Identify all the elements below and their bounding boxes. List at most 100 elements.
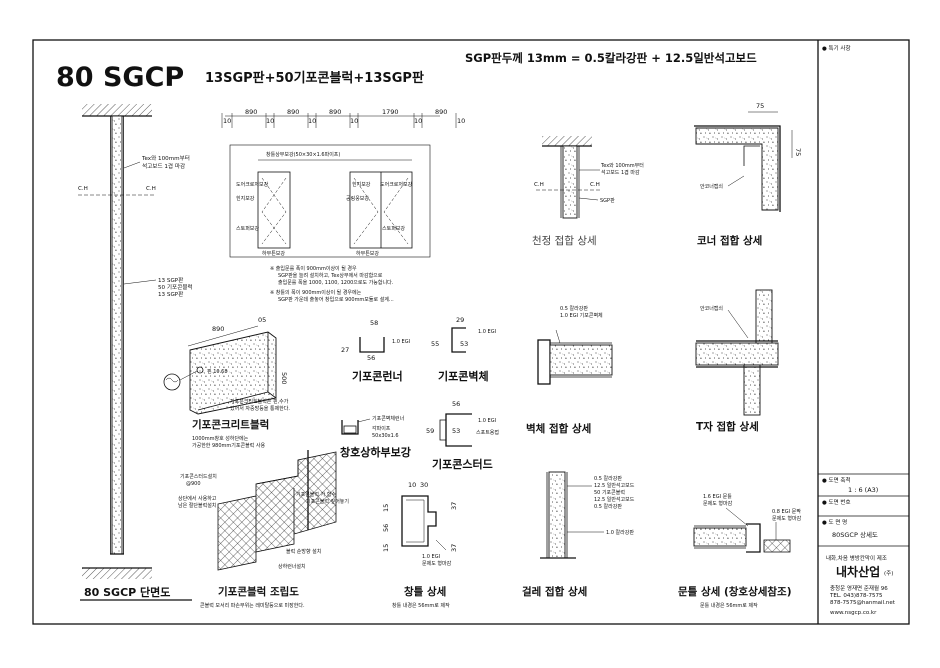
ceiling-hatch [82, 104, 152, 116]
window-caption-note: 창틀 내경은 56mm로 제작 [392, 602, 450, 609]
assembly-blocks [217, 451, 337, 571]
main-title: 80 SGCP [56, 62, 184, 93]
tb-name-label: ● 도 면 명 [822, 518, 847, 526]
corner-profile: 58 27 56 1.0 EGI 기포콘런너 [341, 319, 410, 383]
assembly-label-4: 남은 절단블럭설치 [178, 502, 216, 509]
tb-company-mark: (주) [884, 570, 893, 577]
corner-joint-caption: 코너 접합 상세 [697, 234, 762, 247]
door-label-bottom-left: 하부튼보강 [262, 250, 285, 257]
ceiling-label-2: 석고보드 1겹 마감 [601, 169, 640, 176]
wall-joint-caption: 벽체 접합 상세 [526, 422, 591, 435]
base-label-3: 50 기포콘블럭 [594, 489, 625, 496]
door-note-2: SGP판을 늘려 설치하고, Tex상부에서 마감함으로 [278, 272, 383, 279]
door-note-5: SGP판 가운데 출놓어 창입으로 900mm모듈로 설계... [278, 296, 394, 303]
layer-label-1: 13 SGP판 [158, 276, 183, 284]
block-dim-height: 500 [280, 372, 288, 384]
tb-web: www.nsgcp.co.kr [830, 610, 877, 616]
door-dim-2: 10 [266, 117, 274, 125]
ch-left-label: C.H [78, 186, 88, 192]
wall-profile: 29 55 53 1.0 EGI 기포콘벽체 [431, 316, 496, 383]
door-dim-6: 10 [350, 117, 358, 125]
door-label-stopper-right: 스토퍼보강 [382, 225, 405, 232]
block-note-1: 기포콘크리트블럭은 핀,수가 [230, 398, 289, 405]
corner-profile-thk: 1.0 EGI [392, 339, 410, 345]
tb-tel: TEL. 043)878-7575 [829, 593, 883, 599]
title-block: ● 특기 사항 ● 도면 축척 1 : 6 (A3) ● 도면 번호 ● 도 면… [818, 44, 909, 616]
section-note-2: 석고보드 1겹 마감 [142, 162, 185, 170]
window-dim-2: 15 [382, 504, 390, 512]
tb-scale-value: 1 : 6 (A3) [848, 486, 878, 494]
door-frame-label-2: 문제도 형마감 [703, 500, 733, 507]
floor-hatch [82, 568, 152, 579]
door-frame-label-3: 0.8 EGI 문짝 [772, 508, 801, 515]
door-left [257, 171, 291, 249]
block-assembly: 기포콘스터드설치 @900 상단에서 사용하고 남은 절단블럭설치 기포콘블럭 … [178, 450, 349, 609]
ceiling-ch-left: C.H [534, 182, 544, 188]
door-frame-label-4: 문제도 형마감 [772, 515, 802, 522]
door-note-4: ※ 창틀의 폭이 900mm이상이 될 경우에는 [270, 289, 362, 296]
door-dim-4: 10 [308, 117, 316, 125]
ceiling-label-1: Tex와 100mm부터 [600, 162, 644, 169]
window-top-caption: 창호상하부보강 [340, 445, 411, 459]
wall-profile-caption: 기포콘벽체 [438, 369, 489, 383]
ceiling-label-3: SGP판 [600, 197, 615, 204]
wall-profile-height: 55 [431, 340, 439, 348]
door-dim-5: 890 [329, 108, 341, 116]
door-dim-10: 10 [457, 117, 465, 125]
corner-profile-width: 58 [370, 319, 378, 327]
door-caption-note: 문틀 내경은 56mm로 제작 [700, 602, 758, 609]
block-caption-note-2: 가공한한 980mm기포콘블럭 사용 [192, 442, 265, 449]
base-joint-caption: 걸레 접합 상세 [522, 585, 587, 598]
assembly-label-2: @900 [186, 481, 201, 487]
tb-scale-label: ● 도면 축척 [822, 476, 851, 484]
stud-profile-height: 59 [426, 427, 434, 435]
t-joint: 안코너캡쇠 T자 접합 상세 [695, 289, 779, 433]
wall-section [111, 115, 123, 555]
stud-profile: 56 59 53 1.0 EGI 스포트용접 기포콘스터드 [426, 400, 499, 471]
assembly-label-8: 상하런너설치 [278, 563, 306, 570]
ceiling-ch-right: C.H [590, 182, 600, 188]
t-joint-label: 안코너캡쇠 [700, 305, 723, 312]
sub-title: 13SGP판+50기포콘블럭+13SGP판 [205, 70, 424, 86]
window-dim-3: 56 [382, 524, 390, 532]
assembly-label-5: 기포콘블럭 가 함수 [296, 491, 336, 498]
window-frame-detail: 10 30 15 56 15 37 37 1.0 EGI 문제도 형마감 창틀 … [382, 481, 458, 609]
door-label-lock: 공링웅보강 [346, 195, 369, 202]
section-note-1: Tex와 100mm부터 [141, 154, 190, 162]
t-joint-caption: T자 접합 상세 [696, 420, 759, 433]
door-label-top: 창틀상부보강(50×30×1.6파이프) [266, 151, 340, 158]
tb-drawing-name: 80SGCP 상세도 [832, 530, 878, 539]
door-dim-1: 890 [245, 108, 257, 116]
block-dim-width: 890 [212, 325, 224, 333]
assembly-label-7: 블럭 순방향 설치 [286, 548, 321, 555]
door-label-stopper-left: 스토퍼보강 [236, 225, 259, 232]
window-top-label-1: 기포콘벽체런너 [372, 415, 404, 422]
door-frame-label-1: 1.6 EGI 문틀 [703, 494, 732, 500]
door-label-closer-left: 도어크로저보강 [236, 181, 269, 188]
wall-joint-label-1: 0.5 칼라강판 [560, 305, 588, 312]
door-note-3: 출입문를 폭을 1000, 1100, 1200으로도 가능합니다. [278, 279, 394, 286]
assembly-caption-note: 콘블럭 모서리 파손부위는 레미탈등으로 미장한다. [200, 602, 305, 609]
window-dim-6: 37 [450, 544, 458, 552]
window-frame-profile [401, 495, 437, 547]
base-label-2: 12.5 일반석고보드 [594, 482, 635, 489]
tb-revision-label: ● 특기 사항 [822, 44, 851, 52]
stud-profile-inner: 53 [452, 427, 460, 435]
wall-joint: 0.5 칼라강판 1.0 EGI 기포콘벽체 벽체 접합 상세 [526, 305, 613, 435]
stud-profile-width: 56 [452, 400, 460, 408]
door-label-hinge-right: 힌지보강 [352, 181, 371, 188]
window-dim-1: 30 [420, 481, 428, 489]
wall-joint-label-2: 1.0 EGI 기포콘벽체 [560, 312, 603, 319]
assembly-label-3: 상단에서 사용하고 [178, 495, 217, 502]
door-label-bottom-right: 하부튼보강 [356, 250, 379, 257]
window-top-label-2: 각파이프 [372, 425, 391, 432]
assembly-caption: 기포콘블럭 조립도 [218, 585, 299, 598]
block-note-2: 있어서 자중방등을 통제한다. [230, 405, 290, 412]
assembly-label-1: 기포콘스터드설치 [180, 473, 217, 480]
block-caption: 기포콘크리트블럭 [192, 418, 269, 431]
corner-dim-a: 75 [756, 102, 764, 110]
ceiling-joint-caption: 천정 접합 상세 [532, 235, 597, 247]
